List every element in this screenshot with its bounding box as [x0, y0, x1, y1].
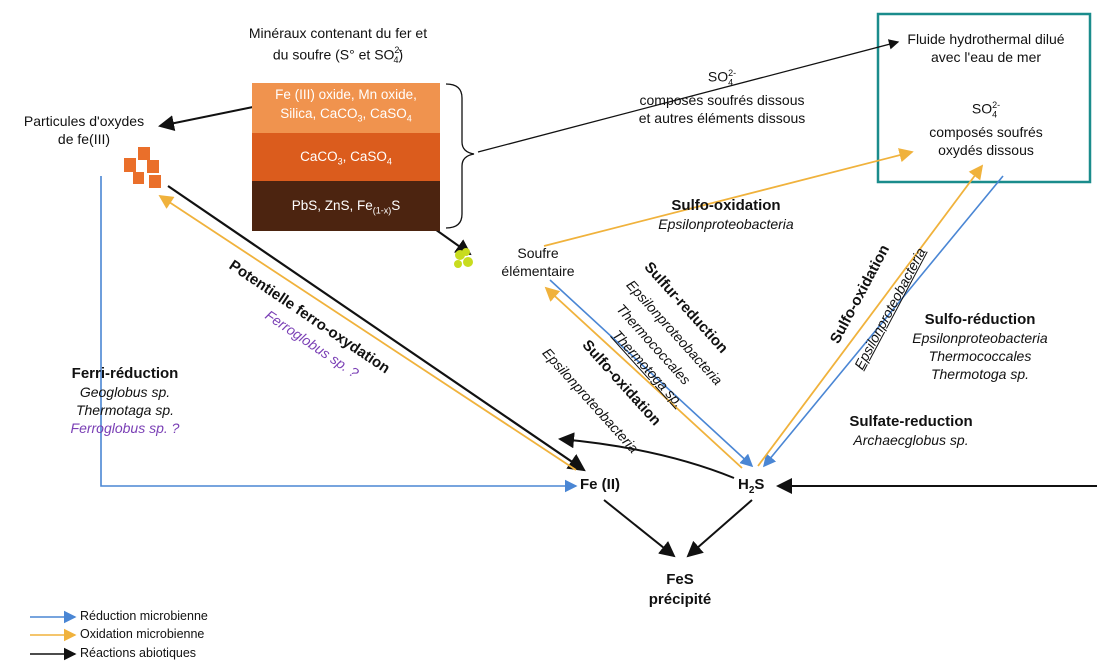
- sulfur-blob: [454, 248, 473, 268]
- fluid-box-oxidized: SO42- composés soufrés oxydés dissous: [929, 100, 1043, 159]
- arrow-particles-to-fe2: [167, 185, 586, 472]
- arrow-ferro-oxidation: [158, 195, 577, 471]
- arrow-sulfo-reduction: [762, 175, 1004, 468]
- dissolved-compounds-label: SO42- composés soufrés dissous et autres…: [638, 68, 806, 127]
- arrow-sulfo-ox-top: [543, 148, 914, 247]
- particle-shape: [133, 172, 144, 184]
- mineral-layer-caco3: CaCO3, CaSO4: [252, 133, 440, 181]
- mineral-layer-sulfides: PbS, ZnS, Fe(1-x)S: [252, 181, 440, 231]
- sulfo-oxidation-top-label: Sulfo-oxidation Epsilonproteobacteria: [658, 197, 794, 232]
- fluid-box-title: Fluide hydrothermal dilué avec l'eau de …: [907, 31, 1065, 65]
- mineral-layer-fe3: Fe (III) oxide, Mn oxide, Silica, CaCO3,…: [252, 83, 440, 133]
- arrow-sulfur-reduction: [549, 279, 754, 468]
- arrow-sulfo-ox-mid: [544, 286, 743, 469]
- particle-shape: [147, 160, 159, 173]
- fes-precipitate-label: FeS précipité: [648, 571, 712, 608]
- arrow-sulfo-ox-right: [757, 164, 984, 467]
- arrow-h2s-to-fe2-curve: [558, 432, 735, 479]
- arrow-fe2-to-fes: [603, 499, 676, 558]
- legend-item-abiotic: Réactions abiotiques: [80, 646, 197, 660]
- arrow-h2s-to-fes: [686, 499, 753, 558]
- particle-shape: [124, 158, 136, 172]
- layers-brace: [445, 83, 475, 229]
- h2s-label: H2S: [738, 476, 765, 496]
- legend-item-reduction: Réduction microbienne: [80, 609, 208, 623]
- arrow-layers-to-particles: [158, 106, 254, 132]
- ferri-reduction-label: Ferri-réduction Geoglobus sp. Thermotaga…: [70, 365, 180, 436]
- minerals-title: Minéraux contenant du fer et du soufre (…: [248, 25, 428, 66]
- arrow-brace-to-fluid: [477, 39, 900, 153]
- sulfate-reduction-label: Sulfate-reduction Archaecglobus sp.: [849, 413, 973, 448]
- legend-item-oxidation: Oxidation microbienne: [80, 627, 205, 641]
- sulfo-reduction-label: Sulfo-réduction Epsilonproteobacteria Th…: [912, 311, 1048, 382]
- particle-shape: [138, 147, 150, 160]
- particle-shape: [149, 175, 161, 188]
- fe3-particles-label: Particules d'oxydes de fe(III): [23, 113, 145, 147]
- elemental-sulfur-label: Soufre élémentaire: [501, 245, 575, 279]
- fe2-label: Fe (II): [580, 476, 620, 493]
- fluid-box-border: [876, 12, 1092, 184]
- arrow-ferri-reduction: [100, 176, 578, 493]
